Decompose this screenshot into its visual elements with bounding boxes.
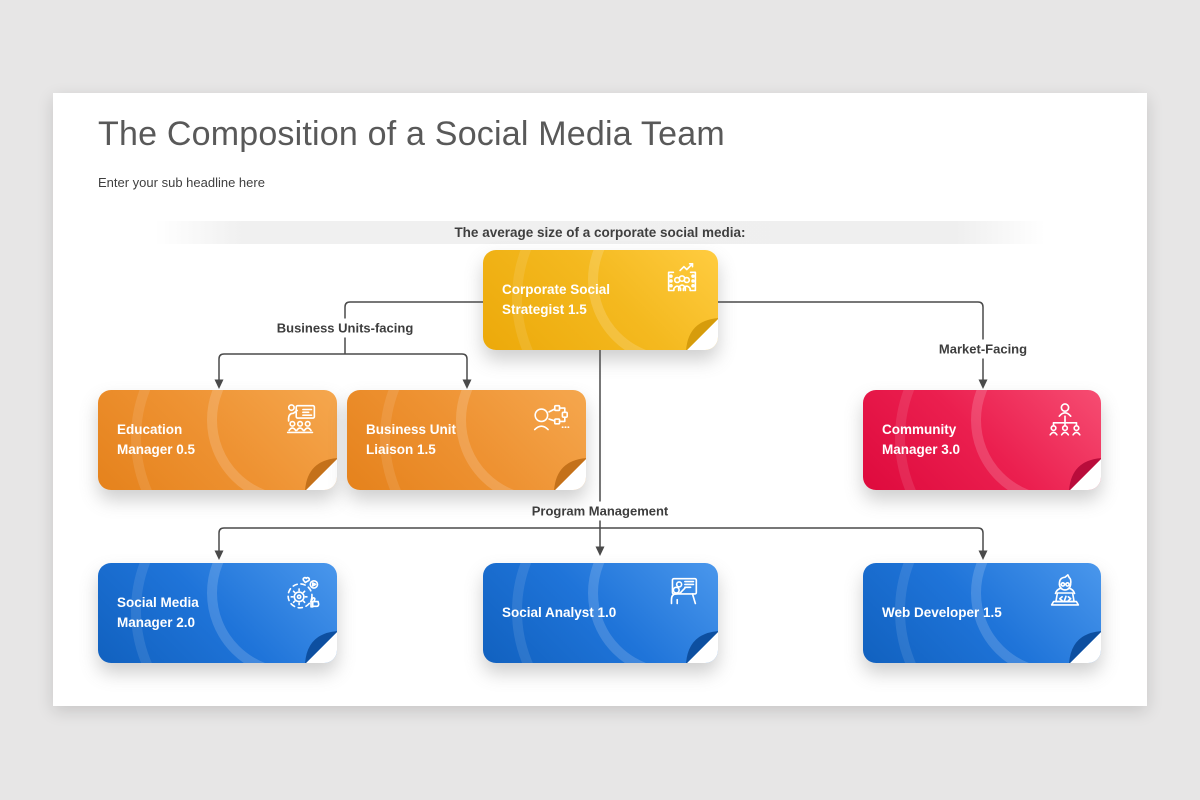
org-node-label: Social Analyst 1.0 bbox=[502, 605, 617, 621]
folded-corner bbox=[305, 631, 337, 663]
org-node-label: Corporate Social Strategist 1.5 bbox=[502, 282, 611, 317]
branch-label-business-units-facing: Business Units-facing bbox=[267, 318, 423, 338]
org-node-label: Business Unit Liaison 1.5 bbox=[366, 422, 457, 457]
folded-corner bbox=[305, 458, 337, 490]
org-node-web-developer: Web Developer 1.5 bbox=[863, 563, 1101, 663]
team-strategy-icon bbox=[667, 262, 697, 292]
slide: The Composition of a Social Media Team E… bbox=[53, 93, 1147, 706]
org-node-label: Education Manager 0.5 bbox=[117, 422, 196, 457]
folded-corner bbox=[554, 458, 586, 490]
folded-corner bbox=[686, 631, 718, 663]
page-subtitle: Enter your sub headline here bbox=[98, 175, 265, 190]
people-hierarchy-icon bbox=[1049, 403, 1081, 436]
person-network-icon bbox=[533, 404, 570, 431]
org-node-social-media-manager: Social Media Manager 2.0 bbox=[98, 563, 337, 663]
org-node-label: Community Manager 3.0 bbox=[882, 422, 961, 457]
folded-corner bbox=[686, 318, 718, 350]
org-node-label: Web Developer 1.5 bbox=[882, 605, 1002, 621]
training-presentation-icon bbox=[286, 404, 316, 434]
branch-label-market-facing: Market-Facing bbox=[929, 339, 1037, 359]
developer-laptop-icon bbox=[1050, 574, 1080, 606]
branch-label-program-management: Program Management bbox=[522, 501, 678, 521]
org-node-social-analyst: Social Analyst 1.0 bbox=[483, 563, 718, 663]
org-node-corporate-social-strategist: Corporate Social Strategist 1.5 bbox=[483, 250, 718, 350]
chart-presenter-icon bbox=[670, 577, 698, 605]
page-title: The Composition of a Social Media Team bbox=[98, 115, 725, 153]
org-node-label: Social Media Manager 2.0 bbox=[117, 595, 199, 630]
org-node-community-manager: Community Manager 3.0 bbox=[863, 390, 1101, 490]
folded-corner bbox=[1069, 458, 1101, 490]
folded-corner bbox=[1069, 631, 1101, 663]
banner-heading: The average size of a corporate social m… bbox=[155, 221, 1045, 244]
gear-social-icon bbox=[287, 576, 320, 609]
org-node-education-manager: Education Manager 0.5 bbox=[98, 390, 337, 490]
org-node-business-unit-liaison: Business Unit Liaison 1.5 bbox=[347, 390, 586, 490]
